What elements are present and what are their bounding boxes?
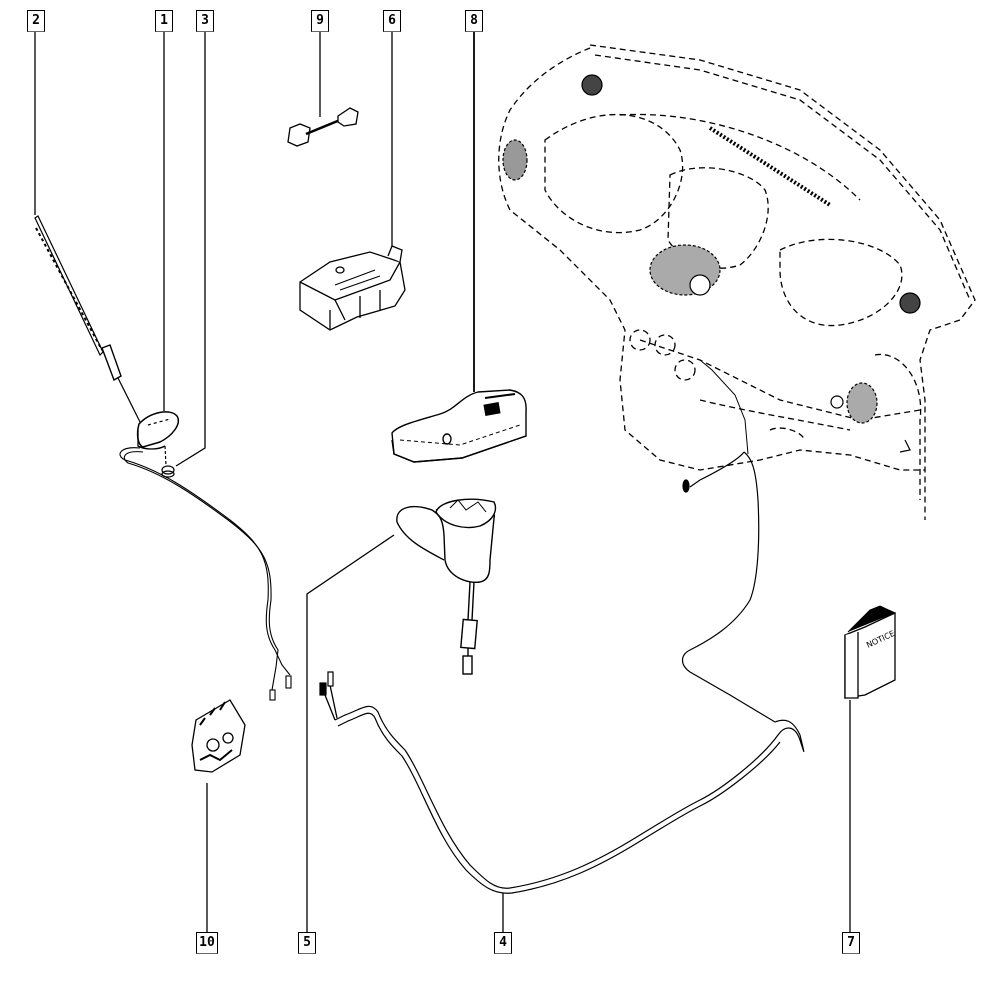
cable-plug-a xyxy=(269,689,276,701)
speaker-right xyxy=(899,292,921,314)
antenna-nut xyxy=(161,445,175,478)
cable-plug-b xyxy=(285,675,292,689)
callout-7: 7 xyxy=(842,932,860,954)
connector-lead xyxy=(287,107,359,147)
phone-cradle xyxy=(391,389,527,463)
cradle-support-mount xyxy=(396,498,497,675)
callout-1: 1 xyxy=(155,10,173,32)
callout-5: 5 xyxy=(298,932,316,954)
callout-8: 8 xyxy=(465,10,483,32)
callout-10: 10 xyxy=(196,932,218,954)
leader-5 xyxy=(306,534,395,932)
callout-3: 3 xyxy=(196,10,214,32)
antenna-base xyxy=(136,411,179,450)
leader-3 xyxy=(175,32,206,467)
notice-booklet: NOTICE xyxy=(844,605,896,699)
vent-left xyxy=(502,139,528,181)
callout-9: 9 xyxy=(311,10,329,32)
wiring-harness xyxy=(319,359,805,894)
connector-block xyxy=(191,699,246,773)
vent-right xyxy=(846,382,878,424)
control-unit-bracket xyxy=(299,245,406,331)
callout-2: 2 xyxy=(27,10,45,32)
antenna-mast xyxy=(34,215,141,423)
leader-lines xyxy=(34,32,851,932)
dashboard-details xyxy=(502,74,921,453)
callout-4: 4 xyxy=(494,932,512,954)
callout-6: 6 xyxy=(383,10,401,32)
speaker-left-top xyxy=(581,74,603,96)
dashboard xyxy=(498,44,976,520)
antenna-cable xyxy=(119,447,292,701)
